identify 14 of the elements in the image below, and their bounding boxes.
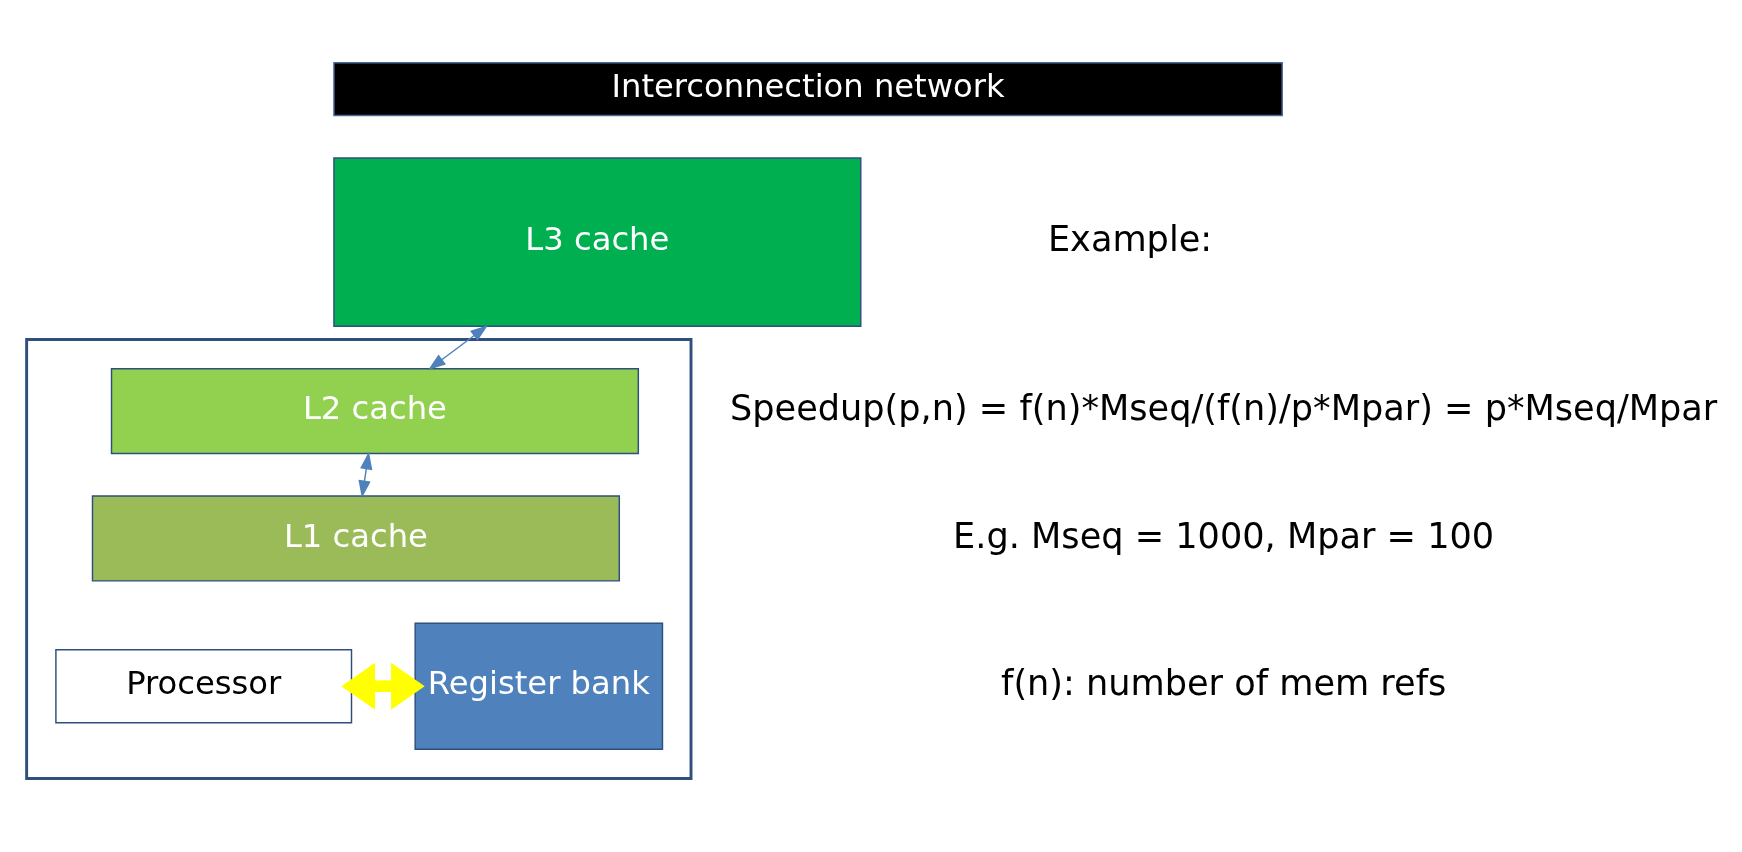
arrow (358, 451, 373, 498)
label: Example: (1047, 217, 1213, 259)
arrow (428, 324, 488, 370)
arrow (341, 662, 425, 710)
cluster (25, 337, 693, 780)
label: E.g. Mseq = 1000, Mpar = 100 (953, 514, 1495, 556)
node-box: L2 cache (110, 367, 640, 454)
label: Speedup(p,n) = f(n)*Mseq/(f(n)/p*Mpar) = p*Mseq/Mpar (730, 386, 1718, 428)
node-box: Interconnection network (333, 61, 1283, 116)
label: f(n): number of mem refs (1001, 661, 1447, 703)
node-box: Register bank (414, 622, 664, 750)
node-box: L1 cache (91, 494, 621, 582)
node-box: L3 cache (333, 156, 862, 327)
node-box: Processor (55, 648, 353, 724)
